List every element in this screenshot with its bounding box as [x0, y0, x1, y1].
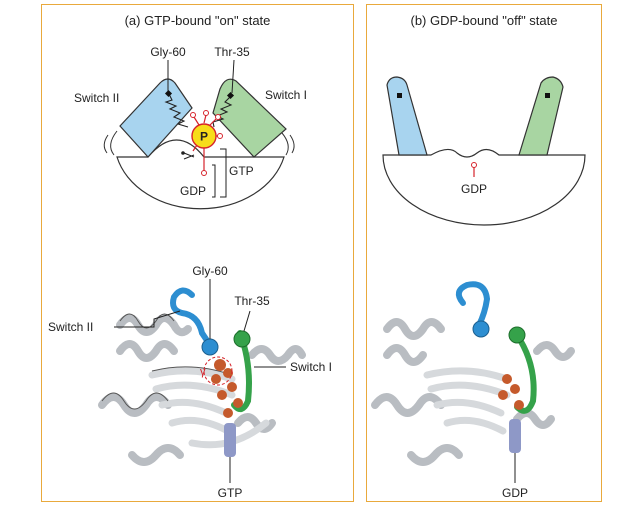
gdp-molecule: [498, 374, 524, 453]
protein-body: [116, 139, 285, 210]
gly60-marker: [397, 93, 402, 98]
gdp-label: GDP: [180, 184, 206, 198]
gly60-atom: [201, 338, 219, 356]
panel-b-gdp-bound: (b) GDP-bound "off" state GDP: [366, 4, 602, 502]
panel-a-gtp-bound: (a) GTP-bound "on" state: [41, 4, 354, 502]
gdp-bound-schematic: GDP: [382, 76, 586, 226]
gly60-marker: [164, 89, 173, 98]
motion-arc-left-2: [103, 134, 109, 154]
ribbon-helices: [371, 318, 575, 466]
switch2-label: Switch II: [74, 91, 119, 105]
switch-1-ribbon: [514, 332, 537, 414]
gamma-highlight: [203, 356, 233, 386]
motion-arc-right-2: [289, 134, 295, 154]
gly60-struct-label: Gly-60: [192, 264, 228, 278]
switch-2-ribbon: [455, 281, 491, 328]
switch2-struct-label: Switch II: [48, 320, 93, 334]
phosphate-links: [192, 114, 218, 171]
gly60-label: Gly-60: [150, 45, 186, 59]
switch2-struct-pointer: [114, 310, 181, 328]
thr35-atom: [508, 326, 526, 344]
gdp-bound-structure: GDP: [371, 281, 575, 500]
phosphate-label: P: [200, 130, 208, 144]
switch-1-lobe: [212, 78, 287, 158]
gdp-oxygen: [471, 162, 477, 168]
switch-2-lobe: [119, 78, 193, 158]
thr35-pointer: [231, 59, 235, 94]
switch-2-lobe: [386, 76, 428, 156]
motion-arc-left-1: [110, 130, 118, 156]
gdp-struct-label: GDP: [502, 486, 528, 500]
switch-2-ribbon: [170, 287, 213, 348]
thr35-struct-pointer: [243, 310, 251, 332]
thr35-label: Thr-35: [214, 45, 250, 59]
gamma-label: γ: [200, 366, 206, 378]
switch1-struct-label: Switch I: [290, 360, 332, 374]
motion-arc-right-1: [281, 132, 289, 156]
gtp-molecule: [211, 359, 243, 457]
gdp-label: GDP: [461, 182, 487, 196]
thr35-atom: [233, 330, 251, 348]
thr35-marker: [226, 91, 235, 100]
gtp-bracket: [220, 148, 227, 198]
gly60-linker: [164, 93, 189, 128]
thr35-marker: [545, 93, 550, 98]
cleavage-mark: [181, 151, 195, 160]
protein-body: [382, 148, 586, 226]
gamma-phosphate: [191, 123, 217, 149]
panel-b-title: (b) GDP-bound "off" state: [410, 13, 558, 28]
ribbon-helices: [98, 314, 306, 466]
ribbon-strands: [423, 367, 511, 435]
gtp-struct-label: GTP: [218, 486, 243, 500]
gtp-bound-structure: γ Gly-60 Thr-35 Switch II Switch I GTP: [48, 264, 332, 500]
gdp-bracket: [212, 164, 216, 198]
gly60-atom: [472, 320, 490, 338]
thr35-linker: [212, 96, 233, 128]
switch1-label: Switch I: [265, 88, 307, 102]
oxygen-rings: [190, 110, 223, 176]
panel-a-title: (a) GTP-bound "on" state: [124, 13, 271, 28]
switch-1-ribbon: [231, 330, 252, 413]
gtp-bound-schematic: P Gly-60 Thr-35 Switch II Switch I GTP G…: [74, 45, 307, 210]
thr35-struct-label: Thr-35: [234, 294, 270, 308]
switch-1-lobe: [518, 76, 564, 156]
gtp-label: GTP: [229, 164, 254, 178]
